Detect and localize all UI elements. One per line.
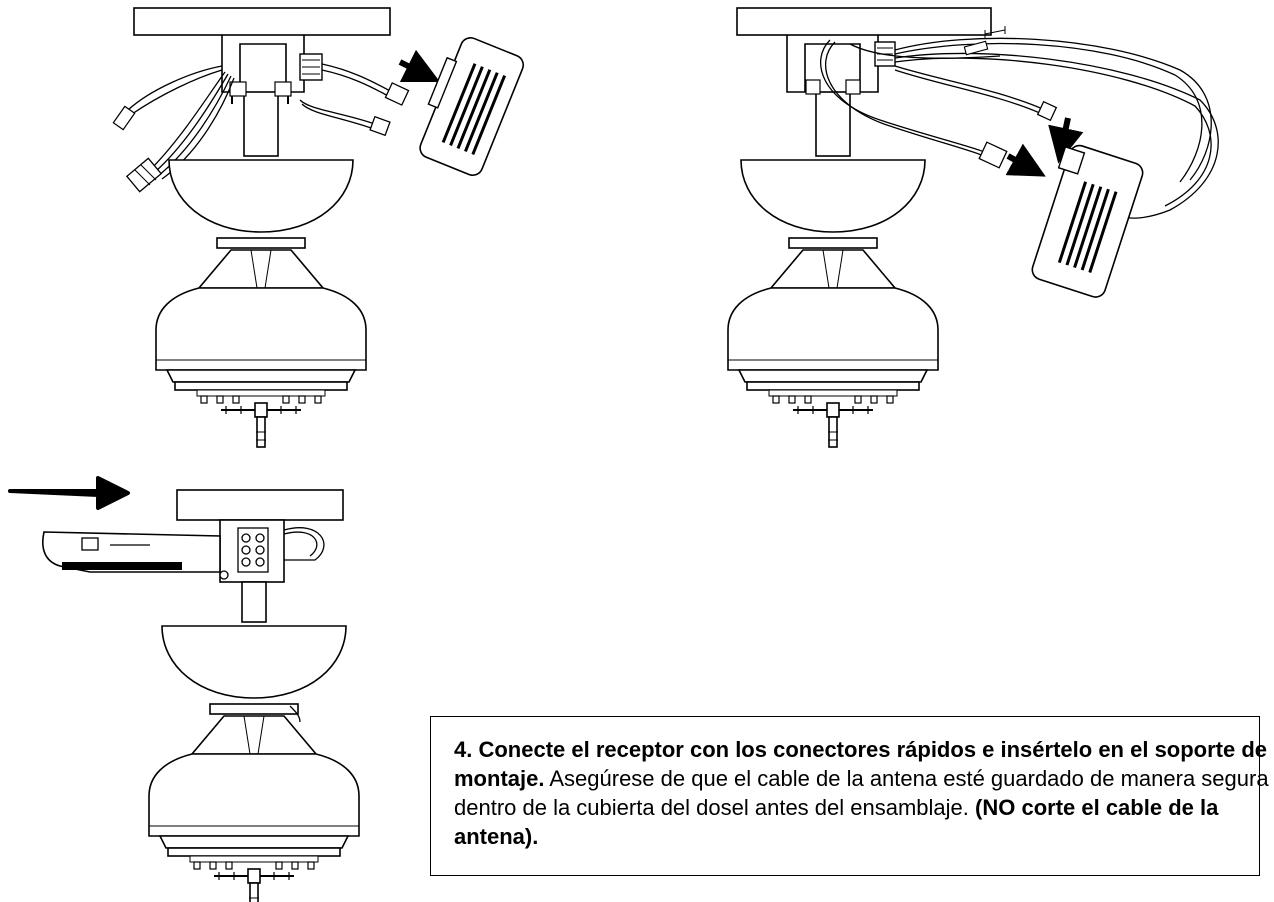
instruction-text: 4. Conecte el receptor con los conectore…: [454, 735, 1274, 851]
instruction-body: Asegúrese de que el cable de la antena e…: [454, 766, 1269, 820]
insert-direction-arrow: [8, 476, 130, 510]
instruction-bold-tail: (NO corte el cable de la antena).: [454, 795, 1219, 849]
receiver-unit: [42, 531, 221, 573]
instruction-box: 4. Conecte el receptor con los conectore…: [430, 716, 1269, 876]
ceiling-block: [133, 7, 391, 36]
figure-connecting-receiver: [727, 7, 1219, 448]
figure-disconnected-receiver: [112, 7, 525, 448]
ceiling-block: [176, 489, 344, 521]
installation-illustration: [8, 7, 1219, 902]
instruction-bold-lead: 4. Conecte el receptor con los conectore…: [454, 737, 1268, 791]
ceiling-block: [736, 7, 992, 36]
receiver-unit: [1031, 144, 1144, 298]
figure-inserting-receiver: [8, 476, 360, 902]
